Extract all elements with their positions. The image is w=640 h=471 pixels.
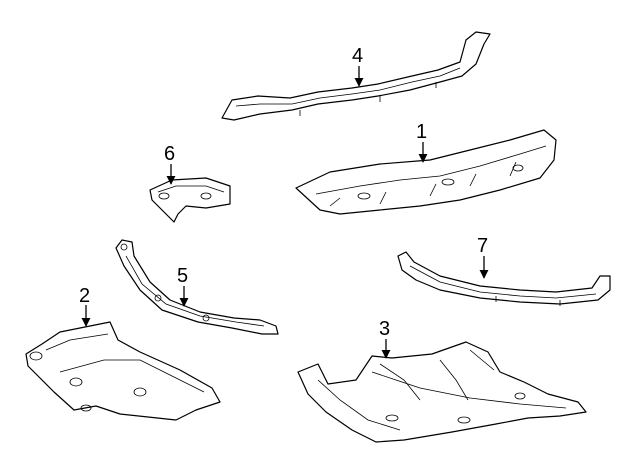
callout-6: 6 <box>164 143 175 165</box>
callout-4: 4 <box>352 45 363 67</box>
callout-7: 7 <box>477 235 488 257</box>
callout-2: 2 <box>79 285 90 307</box>
part-3-tray <box>297 341 587 443</box>
callout-3: 3 <box>379 318 390 340</box>
part-2-shield <box>25 321 221 421</box>
part-4-rail <box>221 31 491 121</box>
part-1-shield <box>295 129 557 215</box>
part-5-bracket <box>115 239 279 335</box>
part-6-bracket <box>149 177 231 223</box>
callout-1: 1 <box>416 121 427 143</box>
part-7-bracket <box>397 251 611 306</box>
callout-5: 5 <box>177 265 188 287</box>
